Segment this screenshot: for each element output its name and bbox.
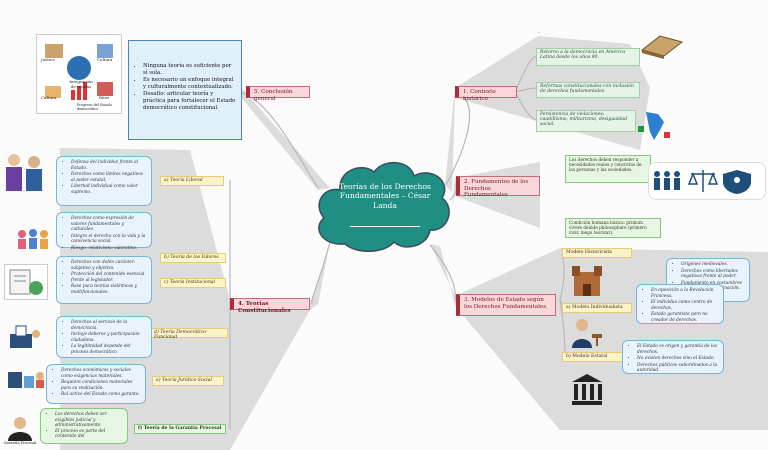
- philosophers-icon: [2, 150, 48, 194]
- link-ctx-3: [514, 91, 537, 121]
- voting-icon: [6, 324, 42, 350]
- conclusion-bullet: Es necesario un enfoque integral y cultu…: [143, 77, 237, 91]
- central-topic-cloud: [318, 162, 450, 252]
- model-bullet: Derechos como libertades negativas frent…: [681, 269, 744, 280]
- model-bullet: Derechos públicos subordinados a la auto…: [637, 363, 718, 374]
- model-bullet: No existen derechos sino el Estado.: [637, 356, 718, 362]
- theory-bullet: Riesgo: relativismo valorativo.: [71, 246, 146, 252]
- theory-bullet: Derechos con doble carácter: subjetivo y…: [71, 260, 146, 271]
- theory-bullet: Integra el derecho con la vida y la conv…: [71, 234, 146, 245]
- image-label-rites: Ritos: [99, 95, 110, 100]
- conclusion-bullet: Desafío: articular teoría y práctica par…: [143, 91, 237, 112]
- conclusion-list: Ninguna teoría es suficiente por sí sola…: [133, 63, 237, 112]
- context-item: Reformas constitucionales con inclusión …: [536, 82, 640, 98]
- link-models: [429, 244, 457, 303]
- model-individualista-bubble: En oposición a la Revolución Francesa. E…: [636, 284, 724, 324]
- branch-conclusion[interactable]: 5. Conclusión general: [246, 86, 310, 102]
- theory-institucional[interactable]: c) Teoría Institucional: [160, 278, 226, 288]
- model-bullet: El individuo como centro de derechos.: [651, 300, 718, 311]
- link-ctx-2: [514, 87, 537, 93]
- conclusion-box: Ninguna teoría es suficiente por sí sola…: [128, 40, 242, 140]
- model-historicista[interactable]: Modelo Historicista: [562, 248, 632, 258]
- foundations-item: Condición humana básica: primum vivere d…: [565, 218, 661, 238]
- theory-garantia-procesal[interactable]: f) Teoría de la Garantía Procesal: [134, 424, 226, 434]
- integration-image: Justice Integración de teorías Cultura C…: [36, 34, 122, 114]
- theory-valores-bubble: Derechos como expresión de valores funda…: [56, 212, 152, 251]
- castle-icon: [570, 262, 604, 298]
- image-label-justice: Justice: [41, 57, 55, 62]
- theory-juridico-bubble: Derechos económicos y sociales como exig…: [46, 364, 146, 404]
- theory-bullets: Derechos como expresión de valores funda…: [62, 216, 146, 251]
- theory-bullet: Rol activo del Estado como garante.: [61, 392, 140, 398]
- model-bullet: El Estado es origen y garantía de los de…: [637, 344, 718, 355]
- theory-bullet: Derechos al servicio de la democracia.: [71, 320, 146, 331]
- theory-bullets: Derechos económicos y sociales como exig…: [52, 368, 140, 398]
- model-bullet: Orígenes medievales.: [681, 262, 744, 268]
- rights-icons-panel: [648, 162, 766, 200]
- branch-theories[interactable]: 4. Teorías Constitucionales: [230, 298, 310, 314]
- theory-bullet: El proceso es parte del contenido del: [55, 429, 122, 440]
- model-bullets: El Estado es origen y garantía de los de…: [628, 344, 718, 374]
- theory-bullet: Protección del contenido esencial frente…: [71, 272, 146, 283]
- branch-models[interactable]: 3. Modelos de Estado según los Derechos …: [456, 294, 556, 316]
- old-book-icon: [640, 28, 684, 60]
- theory-bullet: Derechos como expresión de valores funda…: [71, 216, 146, 233]
- link-ctx-1: [514, 55, 537, 93]
- model-estatal-bubble: El Estado es origen y garantía de los de…: [622, 340, 724, 374]
- theory-juridico-social[interactable]: e) Teoría Jurídico-Social: [152, 376, 224, 386]
- conclusion-bullet: Ninguna teoría es suficiente por sí sola…: [143, 63, 237, 77]
- context-item: Persistencia de violaciones: caudillismo…: [536, 110, 636, 132]
- theory-bullet: Defensa del individuo frente al Estado.: [71, 160, 146, 171]
- model-bullets: En oposición a la Revolución Francesa. E…: [642, 288, 718, 323]
- theory-bullet: Libertad individual como valor supremo.: [71, 184, 146, 195]
- central-topic-title[interactable]: Teorías de los Derechos Fundamentales – …: [339, 182, 431, 210]
- theory-democratico-bubble: Derechos al servicio de la democracia. I…: [56, 316, 152, 358]
- image-label-culture: Cultura: [97, 57, 113, 62]
- theory-bullets: Defensa del individuo frente al Estado. …: [62, 160, 146, 195]
- person-gavel-icon: [568, 316, 604, 350]
- branch-context[interactable]: 1. Contexto histórico: [455, 86, 517, 102]
- foundations-item: Los derechos deben responder a necesidad…: [565, 155, 651, 183]
- central-topic-underline: [350, 226, 420, 227]
- link-theories: [311, 241, 331, 305]
- fan-conclusion: [240, 86, 330, 190]
- community-icon: [14, 226, 52, 252]
- theory-bullet: Incluye deberes y participación ciudadan…: [71, 332, 146, 343]
- theory-bullet: Los derechos deben ser exigibles judicia…: [55, 412, 122, 429]
- theory-bullets: Derechos con doble carácter: subjetivo y…: [62, 260, 146, 295]
- theory-bullet: Requiere condiciones materiales para su …: [61, 380, 140, 391]
- theory-bullet: La legitimidad depende del proceso democ…: [71, 344, 146, 355]
- branch-foundations[interactable]: 2. Fundamentos de los Derechos Fundament…: [456, 176, 540, 198]
- institution-doc-icon: [4, 264, 48, 300]
- social-building-icon: [6, 366, 46, 390]
- theory-democratico[interactable]: d) Teoría Democrático-Funcional: [150, 328, 228, 340]
- model-individualista[interactable]: a) Modelo Individualista: [562, 303, 632, 313]
- image-label-culture-2: Cultura: [41, 95, 57, 100]
- model-bullet: Estado garantista pero no creador de der…: [651, 312, 718, 323]
- dot-mark: .: [538, 28, 540, 35]
- government-building-icon: [570, 372, 604, 406]
- theory-institucional-bubble: Derechos con doble carácter: subjetivo y…: [56, 256, 152, 304]
- theory-bullet: Base para teorías sistémicas y multifunc…: [71, 284, 146, 295]
- judge-caption: Garantía Procesal: [3, 441, 37, 445]
- judge-icon: Garantía Procesal: [2, 412, 38, 448]
- model-bullet: En oposición a la Revolución Francesa.: [651, 288, 718, 299]
- image-label-progress: Progreso del Estado democrático: [77, 103, 112, 111]
- context-item: Retorno a la democracia en América Latin…: [536, 48, 640, 66]
- theory-liberal[interactable]: a) Teoría Liberal: [160, 176, 224, 186]
- people-scales-shield-icon: [654, 170, 751, 194]
- theory-bullet: Derechos económicos y sociales como exig…: [61, 368, 140, 379]
- theory-garantia-bubble: Los derechos deben ser exigibles judicia…: [40, 408, 128, 444]
- theory-bullets: Los derechos deben ser exigibles judicia…: [46, 412, 122, 440]
- integration-diagram-icon: [45, 44, 113, 100]
- image-label-integration: Integración de teorías: [69, 79, 93, 89]
- theory-bullets: Derechos al servicio de la democracia. I…: [62, 320, 146, 355]
- theory-liberal-bubble: Defensa del individuo frente al Estado. …: [56, 156, 152, 206]
- theory-valores[interactable]: b) Teoría de los Valores: [160, 253, 226, 263]
- theory-bullet: Derechos como límites negativos al poder…: [71, 172, 146, 183]
- latin-america-map-icon: [638, 110, 672, 142]
